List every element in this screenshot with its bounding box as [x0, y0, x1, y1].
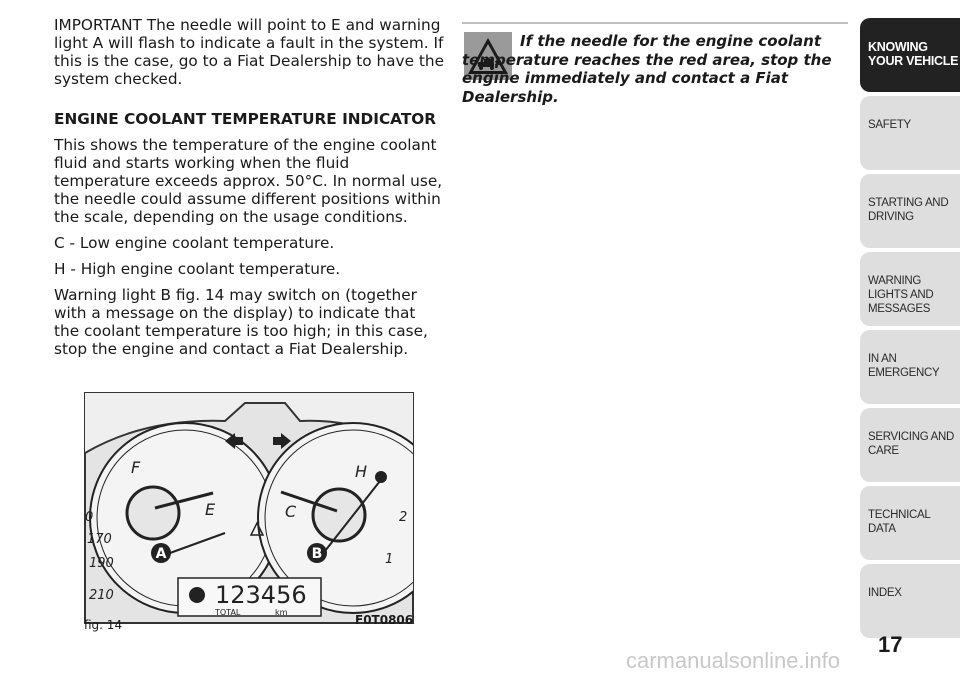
- odometer-unit: km: [275, 608, 288, 617]
- label-a: A: [156, 546, 167, 562]
- speed-170: 170: [87, 532, 112, 547]
- watermark: carmanualsonline.info: [626, 648, 841, 673]
- divider: [462, 22, 848, 24]
- speed-210: 210: [89, 588, 114, 603]
- speed-190: 190: [89, 556, 114, 571]
- warning-triangle-icon: [464, 32, 512, 80]
- tab-knowing-your-vehicle[interactable]: KNOWING YOUR VEHICLE: [860, 18, 960, 92]
- temp-h-label: H: [355, 462, 367, 481]
- rpm-2: 2: [399, 510, 407, 525]
- temp-c-label: C: [285, 502, 297, 521]
- section-heading: ENGINE COOLANT TEMPERATURE INDICATOR: [54, 110, 437, 128]
- warning-light-paragraph: Warning light B fig. 14 may switch on (t…: [54, 286, 428, 358]
- fuel-f-label: F: [131, 458, 141, 477]
- tab-index[interactable]: INDEX: [860, 564, 960, 638]
- rpm-1: 1: [385, 552, 393, 567]
- left-column: IMPORTANT The needle will point to E and…: [54, 16, 444, 366]
- tab-in-an-emergency[interactable]: IN AN EMERGENCY: [860, 330, 960, 404]
- speed-0: 0: [85, 510, 93, 525]
- description-paragraph: This shows the temperature of the engine…: [54, 136, 443, 226]
- tab-technical-data[interactable]: TECHNICAL DATA: [860, 486, 960, 560]
- odometer-total-label: TOTAL: [214, 608, 241, 617]
- tab-starting-and-driving[interactable]: STARTING AND DRIVING: [860, 174, 960, 248]
- instrument-cluster-figure: 123456 TOTAL km A B F E H C 0 170 190 21…: [84, 392, 414, 624]
- figure-caption: fig. 14: [84, 618, 123, 632]
- fuel-e-label: E: [205, 500, 216, 519]
- tab-servicing-and-care[interactable]: SERVICING AND CARE: [860, 408, 960, 482]
- warning-text: If the needle for the engine coolant tem…: [462, 32, 832, 106]
- figure-code: F0T0806: [355, 613, 414, 627]
- tab-warning-lights[interactable]: WARNING LIGHTS AND MESSAGES: [860, 252, 960, 326]
- page-number: 17: [878, 632, 903, 657]
- tab-safety[interactable]: SAFETY: [860, 96, 960, 170]
- label-b: B: [312, 546, 323, 562]
- odometer-value: 123456: [215, 581, 307, 609]
- h-definition: H - High engine coolant temperature.: [54, 260, 341, 278]
- c-definition: C - Low engine coolant temperature.: [54, 234, 335, 252]
- important-note: IMPORTANT The needle will point to E and…: [54, 16, 444, 88]
